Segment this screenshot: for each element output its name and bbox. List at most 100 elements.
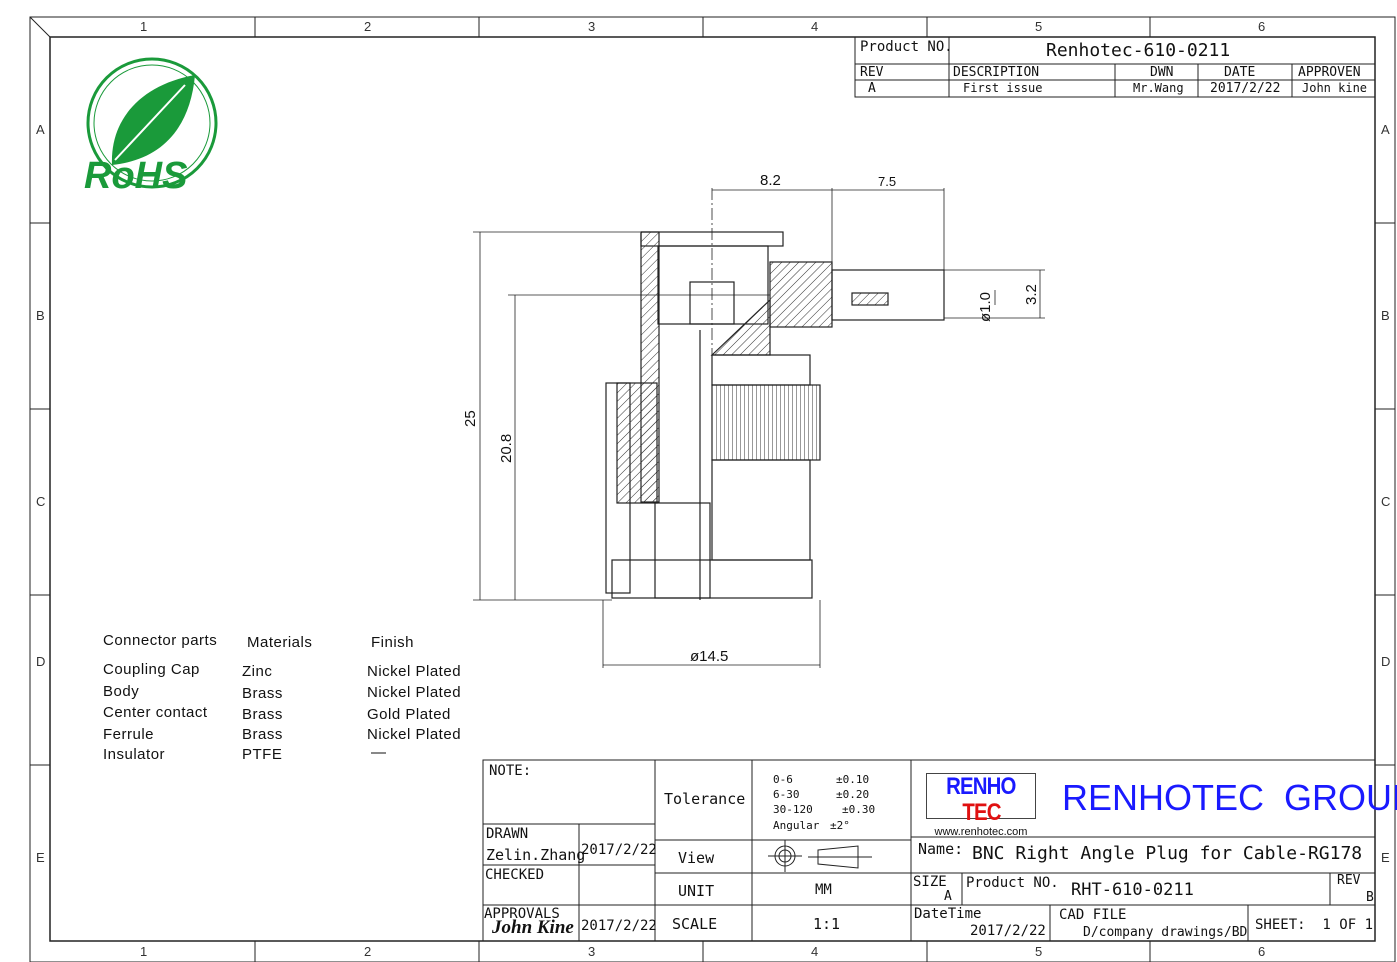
rev-header-dwn: DWN: [1150, 65, 1174, 80]
zone-col-3: 3: [588, 19, 596, 34]
zone-row-c-right: C: [1381, 494, 1391, 509]
logo-blue-text: RENHO: [946, 773, 1016, 800]
zone-col-6: 6: [1258, 19, 1266, 34]
tolerance-value: ±0.20: [836, 788, 870, 801]
tolerance-value: ±0.10: [836, 773, 870, 786]
rev-value: A: [868, 81, 876, 96]
dim-8-2: 8.2: [760, 172, 781, 189]
rev-drawn-by: Mr.Wang: [1133, 81, 1184, 95]
tolerance-label: Tolerance: [664, 790, 746, 808]
zone-col-3-bottom: 3: [588, 944, 596, 959]
rev-header-description: DESCRIPTION: [953, 65, 1040, 80]
view-label: View: [678, 849, 715, 867]
zone-col-6-bottom: 6: [1258, 944, 1266, 959]
part-finish: Nickel Plated: [367, 663, 462, 680]
tolerance-range: 0-6: [773, 773, 793, 786]
rev-label: REV: [1337, 873, 1361, 888]
tolerance-value: ±2°: [830, 819, 850, 832]
zone-row-a-right: A: [1381, 122, 1390, 137]
parts-header-materials: Materials: [247, 634, 313, 651]
part-name: Insulator: [103, 746, 166, 763]
rev-date: 2017/2/22: [1210, 81, 1281, 96]
tolerance-range: 30-120: [773, 803, 813, 816]
svg-text:RoHS: RoHS: [84, 155, 187, 197]
part-material: PTFE: [242, 746, 283, 763]
product-no: RHT-610-0211: [1071, 880, 1194, 900]
zone-row-d-right: D: [1381, 654, 1391, 669]
parts-header-finish: Finish: [371, 634, 415, 651]
unit-label: UNIT: [678, 882, 715, 900]
part-finish: Nickel Plated: [367, 726, 462, 743]
approved-date: 2017/2/22: [581, 918, 657, 934]
rev-header-approven: APPROVEN: [1298, 65, 1361, 80]
part-name: Center contact: [103, 704, 208, 721]
tolerance-range: 6-30: [773, 788, 800, 801]
zone-row-c: C: [36, 494, 46, 509]
tolerance-value: ±0.30: [842, 803, 876, 816]
dim-3-2: 3.2: [1023, 284, 1040, 305]
zone-row-b: B: [36, 308, 45, 323]
rev-header-rev: REV: [860, 65, 884, 80]
parts-header-parts: Connector parts: [103, 632, 218, 649]
size-value: A: [944, 889, 952, 904]
zone-col-2: 2: [364, 19, 372, 34]
zone-col-1: 1: [140, 19, 148, 34]
zone-row-d: D: [36, 654, 46, 669]
zone-row-e-right: E: [1381, 850, 1390, 865]
rev-product-no-label: Product NO.: [860, 39, 953, 55]
datetime-label: DateTime: [914, 906, 982, 922]
zone-col-4: 4: [811, 19, 819, 34]
cad-file-path: D/company drawings/BD: [1083, 925, 1248, 940]
part-material: Zinc: [242, 663, 273, 680]
zone-row-e: E: [36, 850, 45, 865]
dim-dia-14-5: ø14.5: [690, 648, 728, 665]
dim-25: 25: [462, 410, 479, 427]
product-no-label: Product NO.: [966, 875, 1059, 891]
rev-letter: B: [1366, 890, 1374, 905]
rev-product-no: Renhotec-610-0211: [1046, 40, 1231, 61]
scale-label: SCALE: [672, 915, 718, 933]
part-material: Brass: [242, 726, 283, 743]
drawn-date: 2017/2/22: [581, 842, 657, 858]
product-name: BNC Right Angle Plug for Cable-RG178: [972, 843, 1363, 864]
cad-file-label: CAD FILE: [1059, 907, 1127, 923]
sheet-number: SHEET: 1 OF 1: [1255, 917, 1374, 933]
company-url: www.renhotec.com: [934, 826, 1028, 838]
size-label: SIZE: [913, 874, 947, 890]
dimension-lines: [473, 188, 1045, 668]
approval-signature: John Kine: [492, 917, 574, 938]
rev-approved-by: John kine: [1302, 81, 1368, 95]
dim-20-8: 20.8: [498, 434, 515, 463]
company-name: RENHOTEC GROUP: [1062, 777, 1397, 818]
zone-col-5: 5: [1035, 19, 1043, 34]
rev-header-date: DATE: [1224, 65, 1256, 80]
rohs-logo: RoHS: [84, 57, 218, 197]
zone-row-b-right: B: [1381, 308, 1390, 323]
dim-dia-1-0: ø1.0: [977, 292, 994, 322]
dim-7-5: 7.5: [878, 174, 896, 189]
connector-cross-section: [605, 231, 945, 600]
zone-col-5-bottom: 5: [1035, 944, 1043, 959]
zone-col-4-bottom: 4: [811, 944, 819, 959]
zone-col-1-bottom: 1: [140, 944, 148, 959]
part-finish: —: [371, 744, 387, 761]
part-finish: Nickel Plated: [367, 684, 462, 701]
note-label: NOTE:: [489, 763, 532, 779]
part-name: Coupling Cap: [103, 661, 200, 678]
part-material: Brass: [242, 706, 283, 723]
name-label: Name:: [918, 840, 964, 858]
scale-value: 1:1: [813, 915, 841, 933]
tolerance-range: Angular: [773, 819, 820, 832]
part-finish: Gold Plated: [367, 706, 451, 723]
checked-label: CHECKED: [485, 867, 545, 883]
drawn-label: DRAWN: [486, 826, 529, 842]
zone-col-2-bottom: 2: [364, 944, 372, 959]
logo-red-text: TEC: [961, 799, 1001, 826]
part-name: Body: [103, 683, 140, 700]
part-name: Ferrule: [103, 726, 155, 743]
drawn-by: Zelin.Zhang: [486, 846, 586, 864]
part-material: Brass: [242, 685, 283, 702]
unit-value: MM: [815, 882, 832, 898]
